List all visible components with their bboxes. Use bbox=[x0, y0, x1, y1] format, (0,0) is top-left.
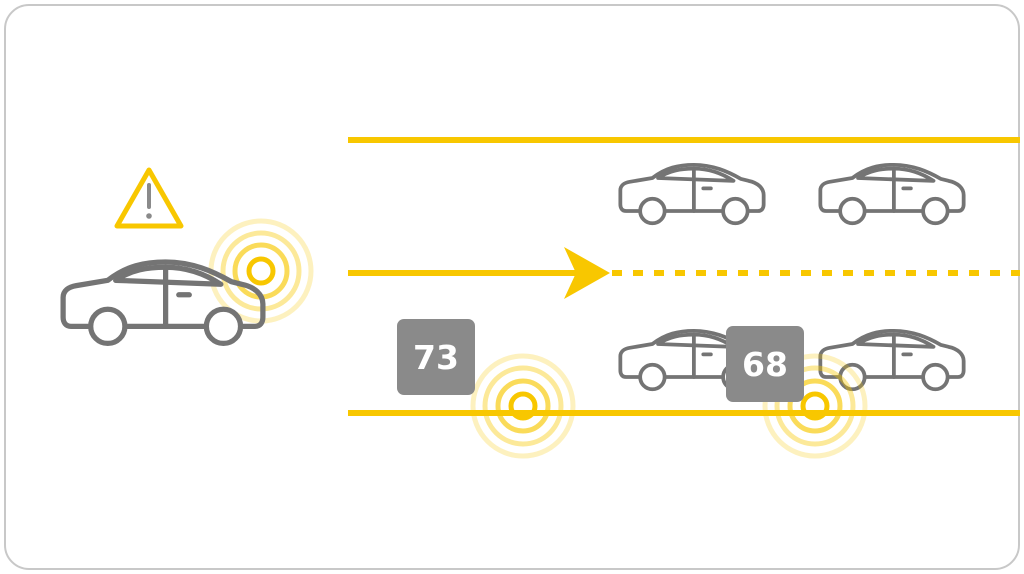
speed-badge: 68 bbox=[726, 326, 804, 402]
roadside-sensor-icon bbox=[762, 353, 868, 459]
speed-badge-value: 68 bbox=[742, 345, 788, 384]
diagram-frame: 73 68 bbox=[4, 4, 1020, 570]
frame-border bbox=[4, 4, 1020, 570]
roadside-sensor-icon bbox=[470, 353, 576, 459]
speed-badge: 73 bbox=[397, 319, 475, 395]
warning-triangle-icon bbox=[114, 167, 184, 229]
arrow-right-icon bbox=[564, 247, 610, 299]
speed-badge-value: 73 bbox=[413, 338, 459, 377]
